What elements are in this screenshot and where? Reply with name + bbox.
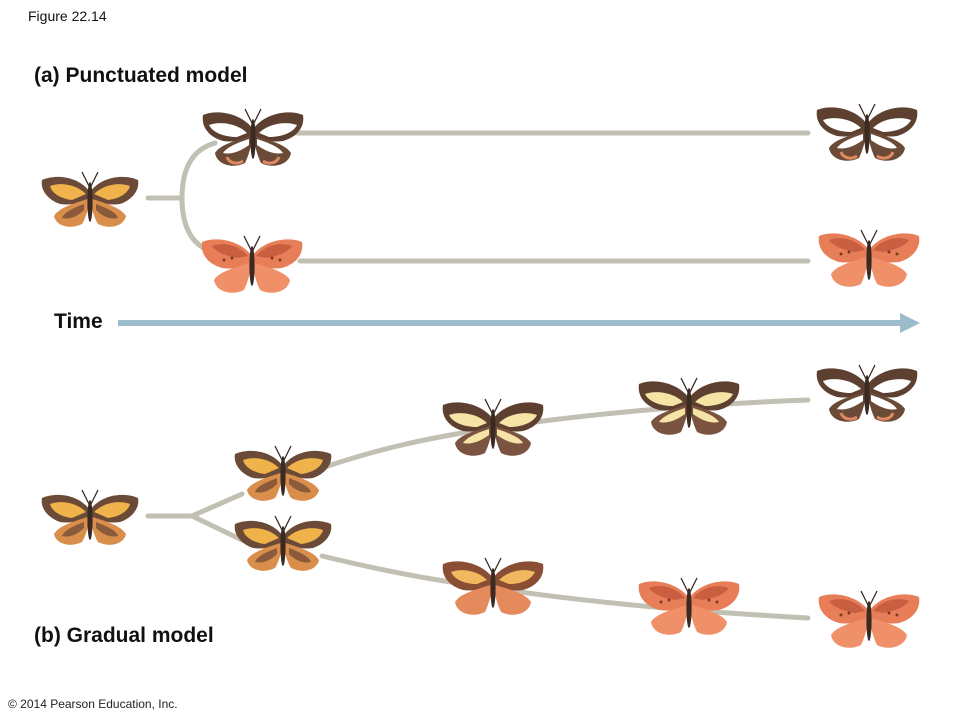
punctuated-fork bbox=[179, 140, 218, 256]
butterfly-upper-stage-2 bbox=[442, 398, 544, 457]
butterfly-lower-stage-2 bbox=[442, 557, 544, 616]
figure-label: Figure 22.14 bbox=[28, 8, 107, 24]
gradual-fork-upper bbox=[189, 491, 245, 519]
butterfly-salmon-early bbox=[201, 235, 303, 294]
punctuated-branches bbox=[145, 130, 811, 264]
butterfly-lower-stage-1 bbox=[234, 515, 332, 572]
time-arrow bbox=[118, 313, 920, 333]
butterfly-upper-stage-3 bbox=[638, 377, 740, 436]
butterfly-lower-stage-3 bbox=[638, 577, 740, 636]
gradual-upper-lineage bbox=[319, 397, 811, 471]
butterfly-upper-stage-4 bbox=[815, 363, 919, 424]
butterfly-ancestral-punctuated bbox=[41, 171, 139, 228]
butterfly-upper-stage-1 bbox=[234, 445, 332, 502]
butterfly-white-banded-early bbox=[201, 107, 305, 168]
butterfly-ancestral-gradual bbox=[41, 489, 139, 546]
copyright-notice: © 2014 Pearson Education, Inc. bbox=[8, 697, 178, 711]
butterfly-salmon-late bbox=[818, 229, 920, 288]
panel-b-title: (b) Gradual model bbox=[34, 624, 214, 647]
butterfly-lower-stage-4 bbox=[818, 590, 920, 649]
time-label: Time bbox=[54, 310, 103, 333]
panel-a-title: (a) Punctuated model bbox=[34, 64, 248, 87]
gradual-fork-lower bbox=[189, 513, 245, 543]
butterfly-white-banded-late bbox=[815, 102, 919, 163]
